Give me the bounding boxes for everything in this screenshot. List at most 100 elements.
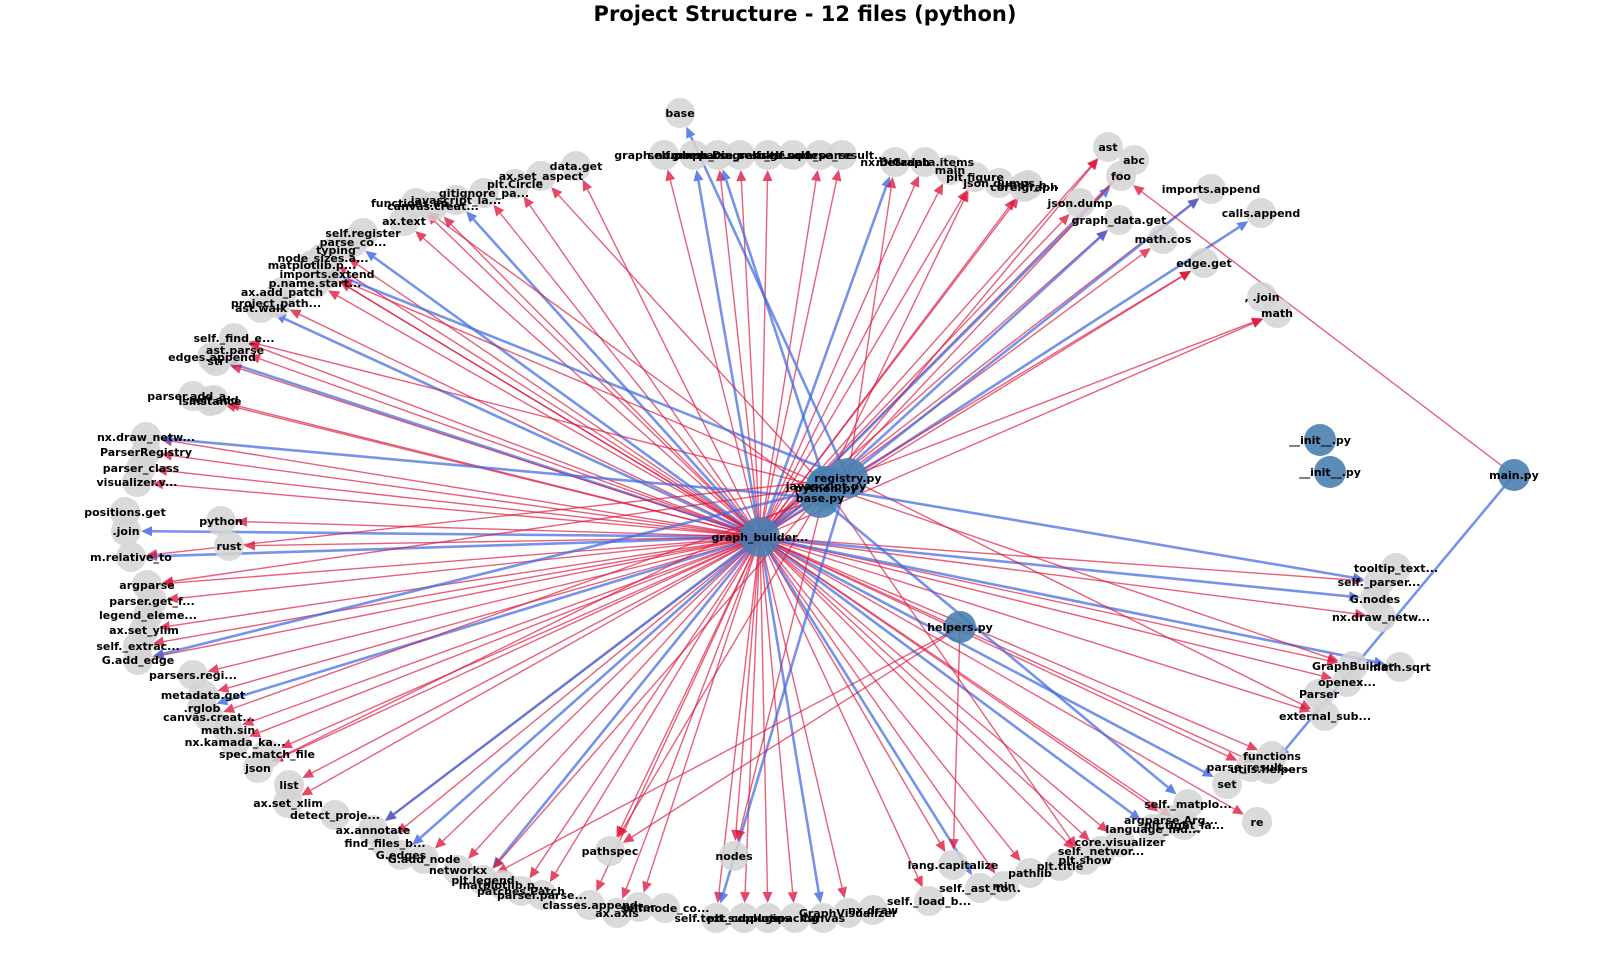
call-edge: [759, 198, 963, 538]
external-node: [1148, 224, 1178, 254]
file-node-label: helpers.py: [927, 621, 993, 634]
external-node-label: self.nodes: [761, 149, 825, 162]
external-node-label: self._networ...: [1058, 845, 1144, 858]
call-arrowhead: [642, 880, 652, 893]
call-edge: [529, 204, 761, 538]
external-node-label: tooltip_text...: [1354, 562, 1438, 575]
import-arrowhead: [1129, 809, 1141, 821]
call-edge: [404, 536, 761, 828]
external-node: [1065, 188, 1095, 218]
external-node-label: canvas.creat...: [387, 200, 479, 213]
call-arrowhead: [248, 339, 261, 350]
external-node-label: parser.parse...: [497, 889, 587, 902]
call-edge: [759, 536, 843, 888]
external-node-label: parser.add_a...: [147, 390, 238, 403]
external-node-label: nx.draw_netw...: [97, 431, 195, 444]
import-arrowhead: [466, 211, 478, 223]
call-edge: [819, 200, 965, 499]
external-node-label: lang.capitalize: [908, 859, 999, 872]
call-edge: [646, 536, 761, 883]
external-node: [1338, 651, 1368, 681]
call-arrowhead: [948, 838, 959, 851]
call-edge: [669, 180, 761, 538]
call-arrowhead: [1326, 652, 1339, 663]
call-arrowhead: [280, 738, 293, 749]
external-node-label: canvas.creat...: [163, 711, 255, 724]
external-node-label: parse_result...: [1206, 761, 1295, 774]
external-node-label: base: [665, 107, 694, 120]
call-edge: [177, 536, 761, 599]
external-node-label: parsers.regi...: [149, 669, 237, 682]
import-edge: [758, 536, 968, 867]
external-node-label: utils.helpers: [1230, 763, 1308, 776]
call-arrowhead: [243, 540, 256, 551]
import-edge: [419, 536, 761, 839]
external-node: [778, 140, 808, 170]
external-node-label: project_path...: [231, 297, 321, 310]
external-node-label: math.sqrt: [1369, 661, 1430, 674]
call-arrowhead: [1132, 185, 1145, 196]
import-edge: [825, 486, 1354, 579]
external-node-label: re: [1251, 816, 1264, 829]
call-arrowhead: [1246, 741, 1259, 751]
call-edge: [953, 626, 961, 840]
external-node: [833, 898, 863, 928]
external-node-label: self._matplo...: [1144, 798, 1232, 811]
import-arrowhead: [1201, 767, 1214, 777]
external-node-label: metadata.items: [876, 156, 975, 169]
external-node-label: graph.number...: [614, 149, 713, 162]
external-node-label: G.add_edge: [102, 654, 175, 667]
external-node: [561, 151, 591, 181]
external-node: [111, 516, 141, 546]
external-node: [526, 161, 556, 191]
import-arrowhead: [412, 834, 424, 846]
call-edge: [739, 485, 827, 831]
external-node-label: json.dump: [1047, 197, 1113, 210]
external-node-label: plt.title: [1037, 860, 1084, 873]
call-arrowhead: [621, 886, 631, 899]
external-node: [703, 140, 733, 170]
external-node-label: ax.axis: [595, 907, 639, 920]
import-edge: [758, 536, 821, 893]
external-node-label: G.nodes: [1350, 593, 1401, 606]
call-edge: [759, 536, 1328, 662]
external-node-label: argparse: [119, 579, 174, 592]
import-edge: [284, 317, 761, 539]
call-arrowhead: [289, 309, 302, 319]
external-node-label: parser_class: [103, 462, 180, 475]
external-node: [1173, 789, 1203, 819]
call-edge: [442, 536, 761, 842]
call-arrowhead: [1009, 849, 1021, 862]
external-node-label: plt.show: [1058, 854, 1111, 867]
call-arrowhead: [740, 891, 751, 904]
external-node: [243, 753, 273, 783]
call-edge: [622, 497, 821, 830]
call-edge: [825, 166, 1092, 487]
import-arrowhead: [1348, 591, 1361, 602]
external-node-label: ast.parse: [206, 344, 264, 357]
external-node-label: , .join: [1244, 291, 1279, 304]
import-arrowhead: [1096, 230, 1108, 242]
call-edge: [350, 283, 827, 487]
external-node: [300, 268, 330, 298]
external-node: [527, 880, 557, 910]
call-arrowhead: [1354, 608, 1367, 619]
import-edge: [151, 529, 761, 539]
import-edge: [759, 535, 1205, 773]
call-arrowhead: [1225, 751, 1238, 761]
call-arrowhead: [223, 703, 236, 713]
external-node-label: openex...: [1318, 676, 1376, 689]
import-arrowhead: [1187, 198, 1200, 210]
file-node-label: main.py: [1489, 469, 1539, 482]
call-edge: [172, 536, 761, 584]
call-edge: [759, 536, 1356, 615]
call-edge: [759, 536, 1101, 826]
import-edge: [724, 179, 828, 487]
external-node: [965, 873, 995, 903]
call-arrowhead: [665, 169, 676, 182]
external-node: [808, 903, 838, 933]
external-node: [753, 903, 783, 933]
external-node-label: matplotlib.p...: [459, 879, 548, 892]
external-node-label: nx.kamada_ka...: [185, 736, 286, 749]
